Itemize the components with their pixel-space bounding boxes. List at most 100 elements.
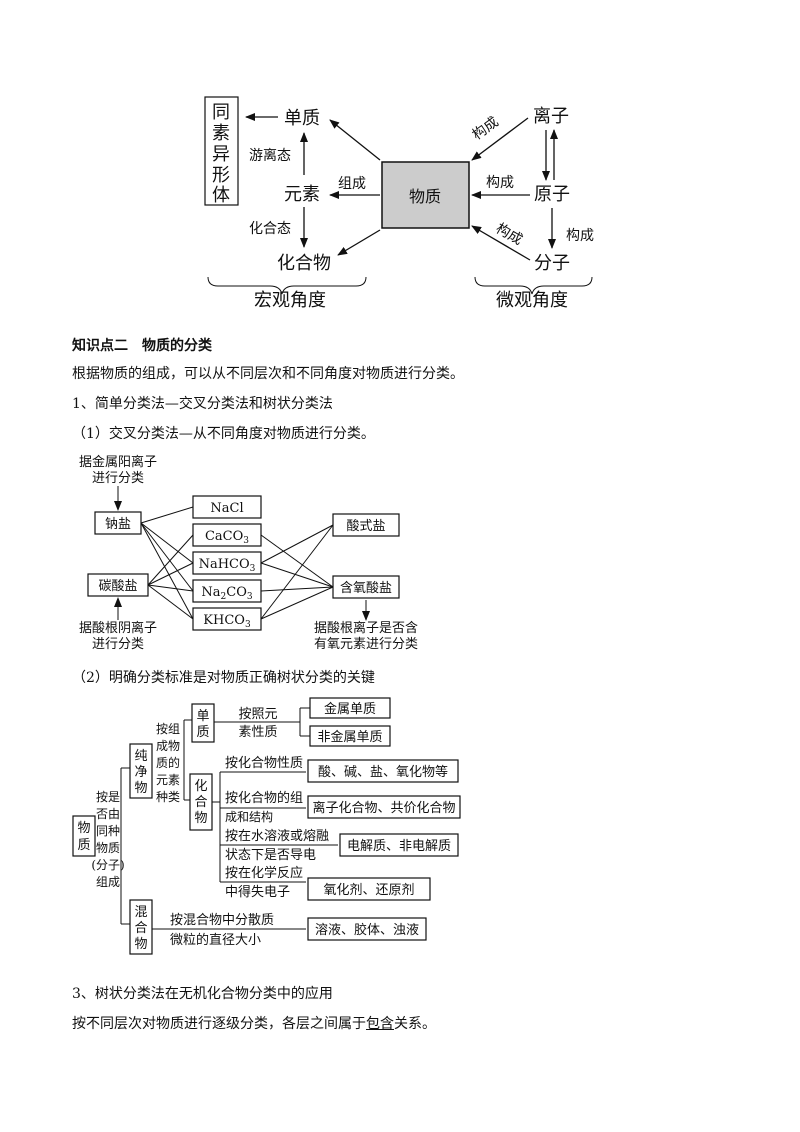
na2co3-label: Na2CO3 — [201, 585, 252, 602]
constitute-label-1: 构成 — [470, 114, 502, 143]
mixture-crit-b: 微粒的直径大小 — [170, 932, 261, 948]
bottom-note-1: 据酸根阴离子 — [79, 620, 157, 636]
constitute-label-3: 构成 — [566, 228, 594, 244]
khco3-label: KHCO3 — [203, 613, 251, 630]
free-state-label: 游离态 — [249, 147, 291, 164]
substance-box — [381, 161, 470, 229]
nonmetal-box — [309, 725, 391, 747]
pure-criterion: 成物 — [156, 739, 180, 753]
compound-crit-4a: 按在化学反应 — [225, 865, 303, 881]
right-note-1: 据酸根离子是否含 — [314, 620, 418, 636]
tree-classification-diagram: 物 质 按是 否由 同种 物质 (分子) 组成 纯 净 物 按组 成物 质的 元… — [72, 697, 461, 955]
micro-label: 微观角度 — [496, 290, 568, 311]
simple-criterion: 素性质 — [238, 725, 277, 740]
root-criterion: 同种 — [96, 824, 120, 838]
acid-salt-label: 酸式盐 — [346, 519, 385, 534]
mixture-result-box — [307, 917, 427, 941]
cross-classification-diagram: 据金属阳离子 进行分类 钠盐 碳酸盐 据酸根阴离子 进行分类 NaCl CaCO… — [79, 454, 418, 652]
pure-criterion: 按组 — [156, 722, 180, 736]
macro-label: 宏观角度 — [254, 290, 326, 311]
result-label-3: 电解质、非电解质 — [347, 839, 451, 854]
bottom-note-2: 进行分类 — [92, 637, 144, 652]
item-1: 1、简单分类法—交叉分类法和树状分类法 — [72, 396, 333, 412]
pure-criterion: 种类 — [156, 790, 180, 804]
section-title: 知识点二 物质的分类 — [72, 338, 212, 354]
molecule-label: 分子 — [534, 253, 570, 274]
item-3: 3、树状分类法在无机化合物分类中的应用 — [72, 986, 333, 1002]
mixture-char: 物 — [134, 937, 147, 952]
compound-char: 合 — [194, 795, 207, 810]
nonmetal-label: 非金属单质 — [317, 729, 382, 745]
result-box-2 — [307, 795, 461, 819]
root-criterion: 物质 — [96, 841, 120, 855]
allotrope-char: 体 — [212, 185, 230, 206]
atom-label: 原子 — [534, 184, 570, 205]
carbonate-label: 碳酸盐 — [98, 579, 137, 594]
element-label: 元素 — [284, 184, 320, 205]
metal-label: 金属单质 — [324, 701, 376, 717]
result-label-1: 酸、碱、盐、氧化物等 — [318, 764, 448, 780]
pure-char: 纯 — [134, 749, 147, 764]
item-3-body: 按不同层次对物质进行逐级分类，各层之间属于包含关系。 — [72, 1014, 436, 1034]
simple-substance-label: 单质 — [284, 108, 320, 129]
allotrope-char: 同 — [212, 102, 230, 123]
item-1-1: （1）交叉分类法—从不同角度对物质进行分类。 — [72, 426, 375, 442]
pure-char: 净 — [134, 765, 147, 780]
sodium-salt-label: 钠盐 — [105, 517, 131, 532]
root-char: 质 — [77, 838, 90, 853]
section-intro: 根据物质的组成，可以从不同层次和不同角度对物质进行分类。 — [72, 366, 464, 382]
item-3-body-post: 关系。 — [394, 1016, 436, 1032]
result-label-2: 离子化合物、共价化合物 — [312, 800, 455, 816]
compound-crit-3a: 按在水溶液或熔融 — [225, 829, 329, 844]
allotrope-char: 形 — [212, 165, 230, 186]
compound-char: 化 — [194, 779, 207, 794]
ion-label: 离子 — [533, 106, 569, 127]
mixture-crit-a: 按混合物中分散质 — [170, 913, 274, 928]
compound-char: 物 — [194, 811, 207, 826]
caco3-label: CaCO3 — [205, 529, 249, 546]
root-char: 物 — [77, 821, 90, 836]
result-box-3 — [339, 833, 459, 857]
root-criterion: 组成 — [96, 875, 120, 889]
pure-criterion: 质的 — [156, 755, 180, 770]
constitute-label-2: 构成 — [486, 175, 514, 191]
compound-label: 化合物 — [277, 253, 331, 274]
root-criterion: 按是 — [96, 790, 120, 804]
simple-criterion: 按照元 — [238, 707, 277, 722]
allotrope-box — [204, 96, 239, 206]
result-box-1 — [307, 759, 459, 783]
mixture-box — [129, 899, 153, 955]
top-note-1: 据金属阳离子 — [79, 454, 157, 470]
metal-box — [309, 697, 391, 719]
compound-crit-1: 按化合物性质 — [225, 756, 303, 771]
combined-state-label: 化合态 — [249, 221, 291, 237]
root-criterion: 否由 — [96, 807, 120, 821]
nacl-label: NaCl — [210, 501, 243, 516]
mixture-result-label: 溶液、胶体、浊液 — [315, 922, 419, 938]
constitute-label-4: 构成 — [493, 221, 525, 249]
nahco3-label: NaHCO3 — [199, 557, 256, 574]
top-note-2: 进行分类 — [92, 471, 144, 486]
compound-crit-2b: 成和结构 — [225, 809, 273, 824]
substance-label: 物质 — [409, 187, 441, 206]
mixture-char: 混 — [134, 905, 147, 920]
compound-crit-2a: 按化合物的组 — [225, 790, 303, 806]
item-1-2: （2）明确分类标准是对物质正确树状分类的关键 — [72, 670, 375, 686]
pure-char: 物 — [134, 781, 147, 796]
result-box-4 — [307, 877, 431, 901]
result-label-4: 氧化剂、还原剂 — [323, 883, 414, 898]
allotrope-char: 素 — [212, 123, 230, 144]
compound-crit-4b: 中得失电子 — [225, 884, 290, 900]
simple-char: 质 — [196, 725, 209, 740]
oxysalt-label: 含氧酸盐 — [340, 580, 392, 596]
simple-box — [191, 703, 215, 743]
root-criterion: (分子) — [91, 858, 124, 872]
right-note-2: 有氧元素进行分类 — [314, 637, 418, 652]
macro-micro-diagram: 同 素 异 形 体 单质 游离态 元素 化合态 化合物 组成 物质 宏观角度 离… — [204, 96, 594, 311]
pure-box — [129, 743, 153, 799]
allotrope-char: 异 — [212, 144, 230, 165]
mixture-char: 合 — [134, 921, 147, 936]
item-3-body-underlined: 包含 — [366, 1016, 394, 1032]
pure-criterion: 元素 — [156, 773, 180, 787]
compose-label: 组成 — [338, 176, 366, 192]
